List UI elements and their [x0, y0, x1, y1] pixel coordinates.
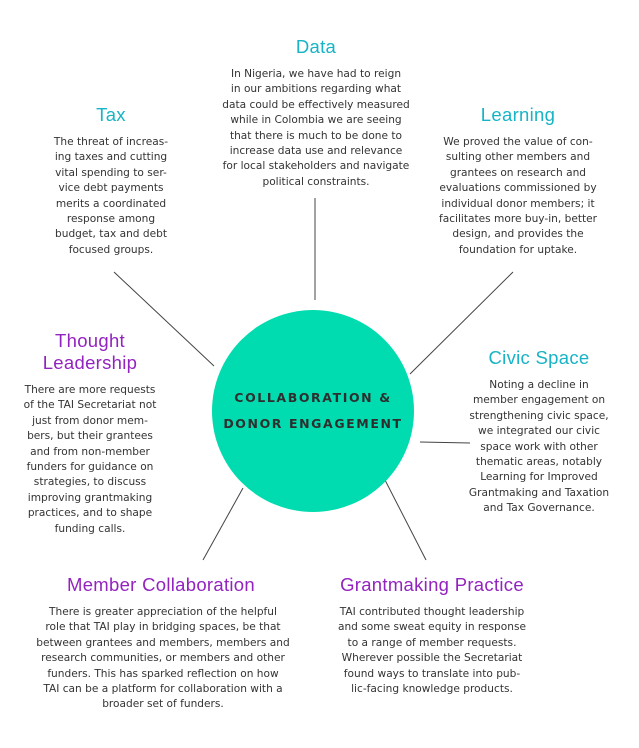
spoke-tax — [113, 271, 215, 367]
node-member-collaboration: Member Collaboration There is greater ap… — [22, 574, 300, 713]
node-learning: Learning We proved the value of con- sul… — [418, 104, 618, 258]
node-data: Data In Nigeria, we have had to reign in… — [196, 36, 436, 190]
node-title-civic-space: Civic Space — [488, 347, 590, 368]
node-body-tax: The threat of increas- ing taxes and cut… — [53, 136, 169, 256]
node-title-learning: Learning — [480, 104, 556, 125]
node-title-data: Data — [295, 36, 337, 57]
node-tax: Tax The threat of increas- ing taxes and… — [36, 104, 186, 258]
node-title-thought-leadership: Thought Leadership — [42, 330, 138, 373]
node-title-tax: Tax — [96, 104, 126, 125]
node-title-grantmaking-practice: Grantmaking Practice — [340, 574, 524, 595]
node-civic-space: Civic Space Noting a decline in member e… — [448, 347, 630, 517]
node-body-thought-leadership: There are more requests of the TAI Secre… — [23, 384, 157, 535]
spoke-civic-space — [419, 441, 471, 444]
spoke-grantmaking-practice — [384, 479, 427, 561]
node-body-civic-space: Noting a decline in member engagement on… — [468, 379, 610, 515]
central-hub-circle: COLLABORATION & DONOR ENGAGEMENT — [212, 310, 414, 512]
node-body-member-collaboration: There is greater appreciation of the hel… — [36, 606, 290, 711]
node-body-learning: We proved the value of con- sulting othe… — [438, 136, 598, 256]
node-thought-leadership: Thought Leadership There are more reques… — [8, 330, 172, 537]
node-title-member-collaboration: Member Collaboration — [66, 574, 255, 595]
node-body-grantmaking-practice: TAI contributed thought leadership and s… — [337, 606, 527, 696]
node-grantmaking-practice: Grantmaking Practice TAI contributed tho… — [322, 574, 542, 697]
hub-title: COLLABORATION & DONOR ENGAGEMENT — [223, 390, 403, 431]
spoke-member-collaboration — [202, 487, 244, 561]
spoke-learning — [409, 271, 514, 375]
node-body-data: In Nigeria, we have had to reign in our … — [222, 68, 410, 188]
